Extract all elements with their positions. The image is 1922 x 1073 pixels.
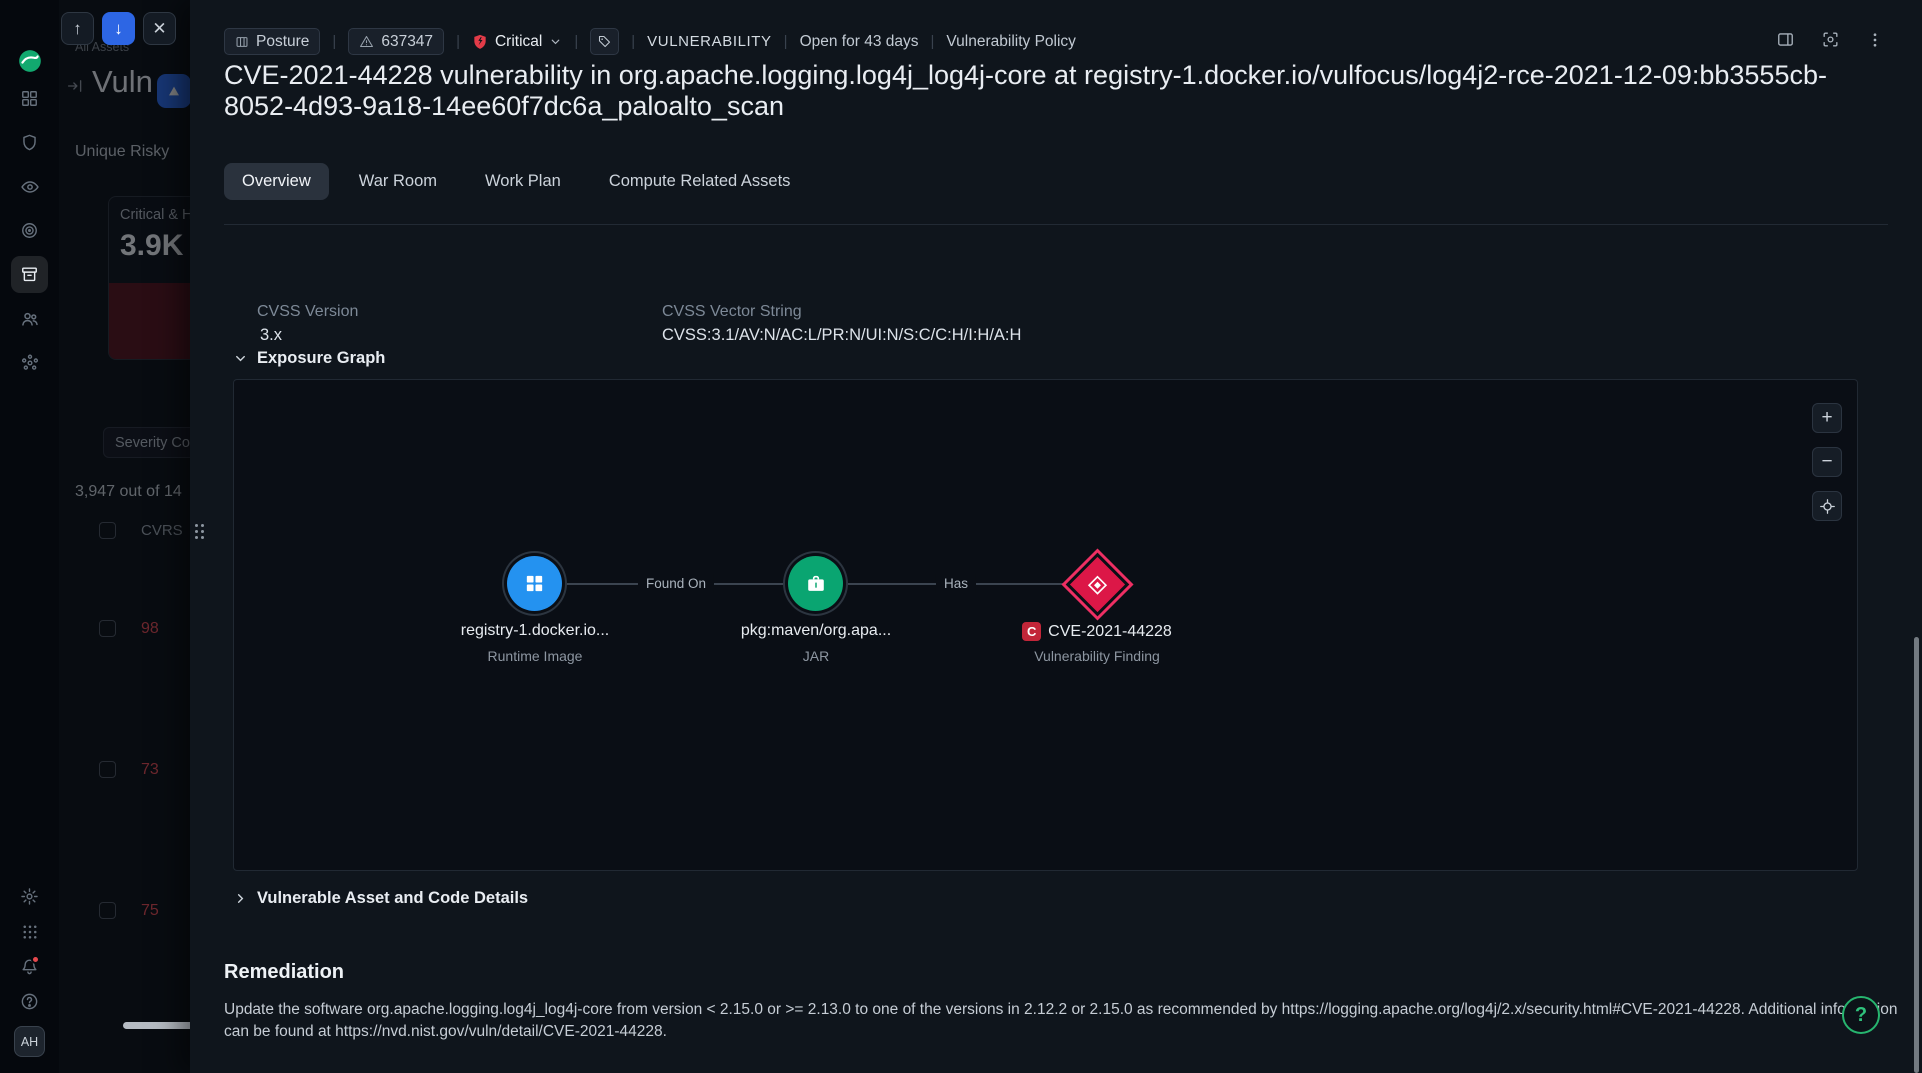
cvss-version-label: CVSS Version: [257, 303, 359, 320]
inventory-icon: [22, 267, 37, 282]
separator: |: [631, 33, 636, 50]
chevron-down-icon: [551, 39, 560, 45]
divider: [224, 224, 1888, 225]
posture-badge: Posture: [224, 28, 321, 55]
help-icon: [21, 993, 38, 1010]
separator: |: [332, 33, 337, 50]
policy-link[interactable]: Vulnerability Policy: [946, 32, 1076, 50]
separator: |: [574, 33, 579, 50]
chevron-down-icon: [236, 355, 245, 362]
cvss-vector-value: CVSS:3.1/AV:N/AC:L/PR:N/UI:N/S:C/C:H/I:H…: [662, 326, 1022, 344]
alert-age: Open for 43 days: [799, 32, 919, 50]
kebab-icon: [1873, 32, 1877, 47]
dashboard-icon: [22, 91, 37, 106]
alert-header: Posture | 637347 | Critical | | VULNERAB…: [224, 28, 1076, 55]
focus-view-button[interactable]: [1821, 30, 1840, 49]
sidebar-item-inventory[interactable]: [11, 256, 48, 293]
bell-icon: [22, 959, 37, 975]
cvss-version-value: 3.x: [260, 326, 283, 344]
sidebar-item-notifications[interactable]: [11, 948, 48, 985]
exposure-graph-canvas[interactable]: Found On Has registry-1.docker.io... Run…: [233, 379, 1858, 871]
node-vulnerability[interactable]: [1065, 552, 1130, 617]
tab-work-plan[interactable]: Work Plan: [467, 163, 579, 200]
remediation-title: Remediation: [224, 961, 345, 983]
horizontal-scrollbar[interactable]: [123, 1022, 196, 1029]
eye-icon: [20, 180, 39, 193]
node-label: pkg:maven/org.apa...: [740, 622, 892, 639]
side-panel-toggle-button[interactable]: [1776, 30, 1795, 49]
node-jar[interactable]: [788, 556, 843, 611]
node-runtime-image[interactable]: [507, 556, 562, 611]
scan-icon: [1823, 32, 1838, 47]
columns-icon: [236, 36, 248, 47]
user-avatar[interactable]: AH: [14, 1026, 45, 1057]
alert-id-badge: 637347: [348, 28, 445, 55]
diamond-icon: [1087, 574, 1108, 595]
edge-label: Found On: [637, 574, 715, 593]
sidebar-item-visibility[interactable]: [11, 168, 48, 205]
hub-icon: [21, 354, 38, 370]
sidebar-item-security[interactable]: [11, 124, 48, 161]
separator: |: [456, 33, 460, 50]
critical-shield-icon: [474, 34, 486, 49]
crosshair-icon: [1819, 498, 1835, 514]
notification-dot: [31, 955, 40, 964]
shield-icon: [23, 134, 36, 151]
users-icon: [21, 312, 38, 326]
sidebar-rail: AH: [0, 0, 59, 1073]
node-sublabel: Vulnerability Finding: [1034, 648, 1160, 664]
close-panel-button[interactable]: ✕: [143, 12, 176, 45]
next-alert-button[interactable]: ↓: [102, 12, 135, 45]
gear-icon: [21, 888, 38, 905]
severity-dropdown[interactable]: Critical: [472, 33, 562, 51]
node-label: registry-1.docker.io...: [460, 622, 610, 639]
severity-c-badge: C: [1022, 622, 1042, 641]
zoom-in-button[interactable]: +: [1812, 403, 1842, 433]
orca-logo-icon: [18, 49, 41, 72]
exposure-graph-toggle[interactable]: Exposure Graph: [233, 349, 385, 368]
apps-grid-icon: [22, 924, 37, 939]
tag-icon: [599, 35, 611, 48]
fit-view-button[interactable]: [1812, 491, 1842, 521]
warning-icon: [360, 35, 374, 48]
tag-button[interactable]: [590, 28, 620, 55]
header-actions: [1776, 30, 1884, 49]
container-image-icon: [526, 575, 543, 592]
sidebar-item-help[interactable]: [11, 983, 48, 1020]
sidebar-item-dashboard[interactable]: [11, 80, 48, 117]
alert-category: VULNERABILITY: [647, 33, 772, 50]
target-icon: [22, 223, 37, 238]
panel-right-icon: [1778, 33, 1793, 46]
sidebar-item-integrations[interactable]: [11, 344, 48, 381]
cvss-vector-label: CVSS Vector String: [662, 303, 802, 320]
previous-alert-button[interactable]: ↑: [61, 12, 94, 45]
zoom-out-button[interactable]: −: [1812, 447, 1842, 477]
vertical-scrollbar[interactable]: [1914, 637, 1919, 1073]
orca-logo[interactable]: [11, 42, 48, 79]
separator: |: [930, 33, 935, 50]
sidebar-item-apps[interactable]: [11, 913, 48, 950]
edge-label: Has: [935, 574, 977, 593]
panel-resize-handle[interactable]: [195, 524, 204, 539]
alert-detail-panel: Posture | 637347 | Critical | | VULNERAB…: [190, 0, 1922, 1073]
kebab-menu-button[interactable]: [1866, 31, 1884, 49]
separator: |: [783, 33, 788, 50]
briefcase-icon: [807, 575, 824, 591]
node-sublabel: JAR: [802, 648, 830, 664]
chevron-right-icon: [237, 894, 244, 903]
tab-compute-related-assets[interactable]: Compute Related Assets: [591, 163, 809, 200]
sidebar-item-users[interactable]: [11, 300, 48, 337]
sidebar-item-attack-paths[interactable]: [11, 212, 48, 249]
remediation-text: Update the software org.apache.logging.l…: [224, 1001, 1898, 1040]
tab-bar: Overview War Room Work Plan Compute Rela…: [224, 163, 808, 200]
node-label: C CVE-2021-44228: [957, 622, 1237, 641]
help-fab-button[interactable]: ?: [1842, 996, 1880, 1034]
tab-war-room[interactable]: War Room: [341, 163, 455, 200]
sidebar-item-settings[interactable]: [11, 878, 48, 915]
alert-title: CVE-2021-44228 vulnerability in org.apac…: [224, 60, 1827, 121]
vulnerable-asset-details-toggle[interactable]: Vulnerable Asset and Code Details: [233, 889, 528, 908]
node-sublabel: Runtime Image: [487, 648, 583, 664]
overlay-scrim[interactable]: [59, 0, 190, 1073]
tab-overview[interactable]: Overview: [224, 163, 329, 200]
